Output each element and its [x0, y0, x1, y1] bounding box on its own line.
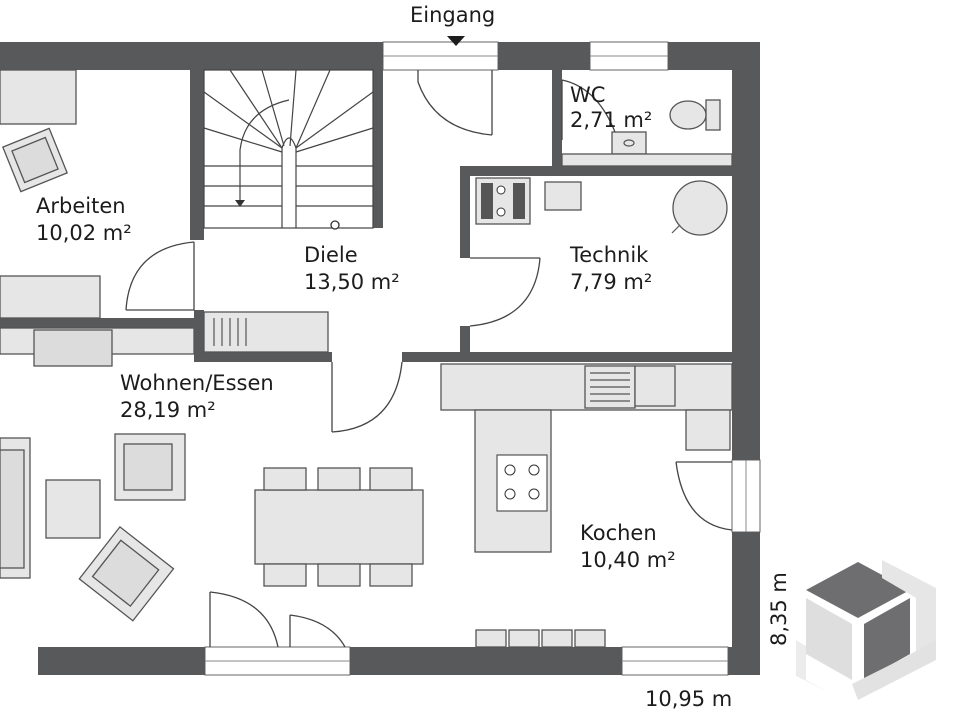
room-area-technik: 7,79 m² — [570, 270, 652, 294]
staircase — [203, 69, 374, 230]
room-area-arbeiten: 10,02 m² — [36, 221, 132, 245]
walls — [0, 42, 760, 675]
room-name-wc: WC — [570, 83, 605, 107]
room-name-wohnen-essen: Wohnen/Essen — [120, 371, 274, 395]
dimension-depth: 8,35 m — [767, 572, 791, 646]
windows — [204, 41, 761, 676]
room-area-diele: 13,50 m² — [304, 270, 400, 294]
room-name-diele: Diele — [304, 243, 358, 267]
room-name-kochen: Kochen — [580, 521, 657, 545]
room-labels: Arbeiten 10,02 m² WC 2,71 m² Diele 13,50… — [36, 83, 676, 572]
room-name-arbeiten: Arbeiten — [36, 194, 126, 218]
entrance-marker: Eingang — [410, 3, 495, 46]
dimension-width: 10,95 m — [645, 687, 732, 711]
room-area-wc: 2,71 m² — [570, 108, 652, 132]
room-area-wohnen-essen: 28,19 m² — [120, 398, 216, 422]
entrance-label: Eingang — [410, 3, 495, 27]
room-area-kochen: 10,40 m² — [580, 548, 676, 572]
room-name-technik: Technik — [569, 243, 649, 267]
cube-logo-icon — [796, 560, 936, 700]
doors — [125, 70, 733, 648]
entrance-arrow-icon — [447, 36, 465, 46]
furniture — [0, 69, 733, 648]
